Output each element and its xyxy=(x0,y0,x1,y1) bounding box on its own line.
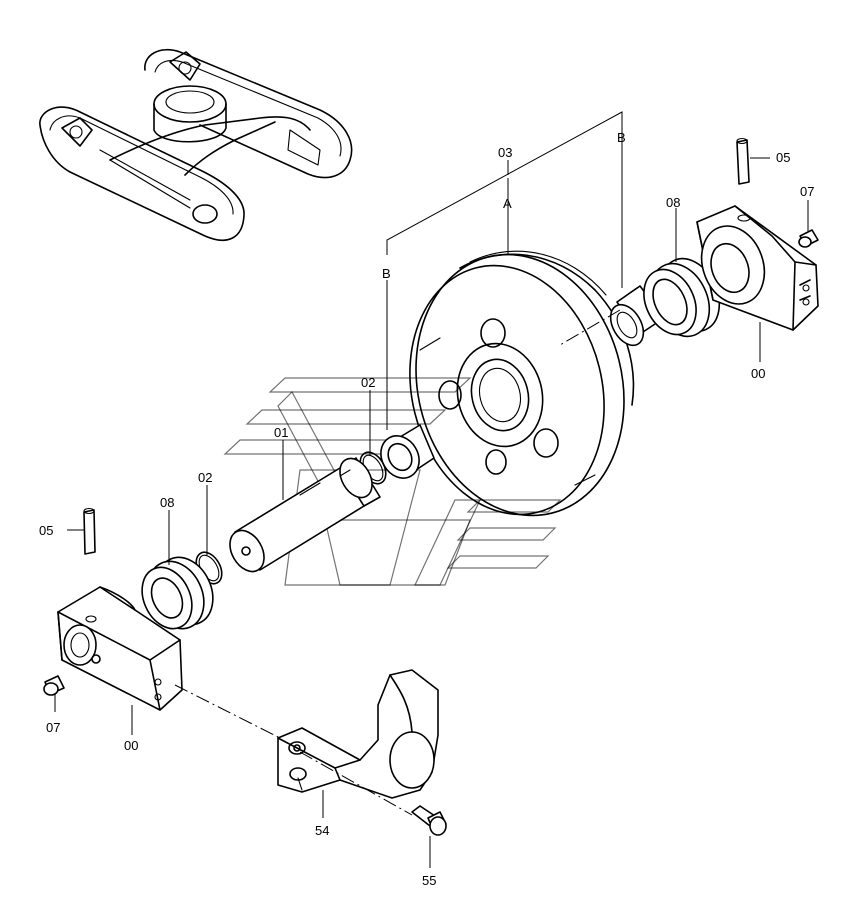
right-plug xyxy=(798,229,819,248)
left-plug xyxy=(43,675,65,696)
label-07-right: 07 xyxy=(800,184,814,199)
label-03: 03 xyxy=(498,145,512,160)
label-B-right: B xyxy=(617,130,626,145)
part-labels: 03 A B B 05 07 08 00 02 01 02 08 05 07 0… xyxy=(39,130,814,888)
label-00-left: 00 xyxy=(124,738,138,753)
label-A: A xyxy=(503,196,512,211)
bolt xyxy=(411,805,447,836)
label-01: 01 xyxy=(274,425,288,440)
left-floating-seal xyxy=(141,556,214,630)
label-08-left: 08 xyxy=(160,495,174,510)
idler-wheel xyxy=(409,250,635,517)
label-54: 54 xyxy=(315,823,329,838)
shaft xyxy=(229,457,381,573)
undercarriage-frame-inset xyxy=(39,48,353,241)
right-pin xyxy=(736,137,750,185)
label-55: 55 xyxy=(422,873,436,888)
label-08-right: 08 xyxy=(666,195,680,210)
right-support-block xyxy=(696,205,819,331)
label-07-left: 07 xyxy=(46,720,60,735)
label-00-right: 00 xyxy=(751,366,765,381)
label-02-upper: 02 xyxy=(361,375,375,390)
left-support-block xyxy=(57,586,183,711)
label-05-left: 05 xyxy=(39,523,53,538)
left-bushing xyxy=(380,424,435,479)
mounting-bracket xyxy=(277,669,439,799)
left-pin xyxy=(83,507,96,555)
label-05-right: 05 xyxy=(776,150,790,165)
right-floating-seal xyxy=(643,257,721,338)
label-B-left: B xyxy=(382,266,391,281)
leader-lines xyxy=(54,157,809,868)
label-02-lower: 02 xyxy=(198,470,212,485)
